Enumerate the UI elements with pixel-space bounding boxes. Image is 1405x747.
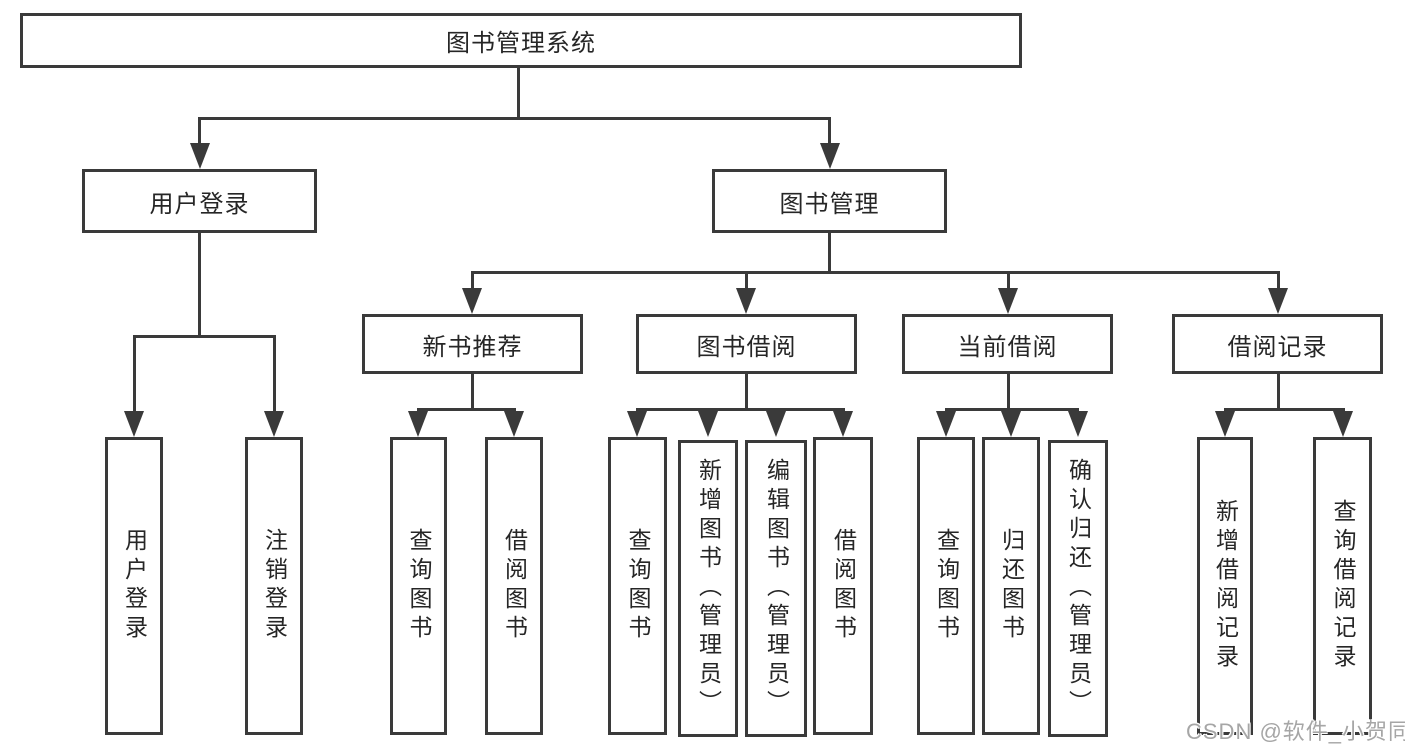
arrowhead-down-leaf-user-login <box>124 411 144 437</box>
leaf-user-login-label: 用户登录 <box>121 528 148 644</box>
node-user-login: 用户登录 <box>82 169 317 233</box>
connector-borrow-records-branch <box>1224 408 1345 411</box>
connector-level2-branch <box>471 271 1280 274</box>
arrowhead-down-borrow-records <box>1268 288 1288 314</box>
leaf-edit-book-admin: 编辑图书（管理员） <box>745 440 807 737</box>
arrowhead-down-query-books-3 <box>936 411 956 437</box>
connector-borrow-records-stem <box>1277 374 1280 408</box>
node-user-login-label: 用户登录 <box>149 190 250 218</box>
arrowhead-down-add-borrow-record <box>1215 411 1235 437</box>
node-new-book-recommend: 新书推荐 <box>362 314 583 374</box>
leaf-query-books-2: 查询图书 <box>608 437 667 735</box>
connector-user-login-stem <box>198 233 201 335</box>
node-book-management-label: 图书管理 <box>779 190 880 218</box>
leaf-return-books: 归还图书 <box>982 437 1040 735</box>
leaf-borrow-books-1: 借阅图书 <box>485 437 543 735</box>
connector-leaf-logout-stub <box>273 335 276 413</box>
connector-root-stem <box>517 66 520 117</box>
connector-user-login-branch <box>133 335 275 338</box>
node-book-borrow: 图书借阅 <box>636 314 857 374</box>
leaf-query-books-2-label: 查询图书 <box>625 528 651 644</box>
arrowhead-down-book-borrow <box>736 288 756 314</box>
node-book-management: 图书管理 <box>712 169 947 233</box>
arrowhead-down-borrow-books-1 <box>504 411 524 437</box>
csdn-watermark: CSDN @软件_小贺同学 <box>1186 719 1405 744</box>
node-current-borrow-label: 当前借阅 <box>957 333 1058 361</box>
connector-new-book-branch <box>417 408 516 411</box>
arrowhead-down-new-book <box>462 288 482 314</box>
arrowhead-down-add-book <box>698 411 718 437</box>
arrowhead-down-borrow-books-2 <box>833 411 853 437</box>
leaf-query-books-1-label: 查询图书 <box>406 528 432 644</box>
leaf-add-book-admin: 新增图书（管理员） <box>678 440 738 737</box>
leaf-query-books-1: 查询图书 <box>390 437 447 735</box>
connector-book-management-stub <box>828 117 831 147</box>
leaf-return-books-label: 归还图书 <box>998 528 1025 644</box>
node-borrow-records: 借阅记录 <box>1172 314 1383 374</box>
leaf-logout: 注销登录 <box>245 437 303 735</box>
node-library-management-system: 图书管理系统 <box>20 13 1022 68</box>
arrowhead-down-leaf-logout <box>264 411 284 437</box>
leaf-add-book-admin-label: 新增图书（管理员） <box>695 458 722 719</box>
node-book-borrow-label: 图书借阅 <box>696 333 797 361</box>
leaf-borrow-books-1-label: 借阅图书 <box>501 528 528 644</box>
arrowhead-down-edit-book <box>766 411 786 437</box>
connector-book-borrow-branch <box>636 408 845 411</box>
leaf-edit-book-admin-label: 编辑图书（管理员） <box>763 458 790 719</box>
connector-book-management-stem <box>828 233 831 271</box>
leaf-add-borrow-record-label: 新增借阅记录 <box>1212 499 1239 673</box>
leaf-logout-label: 注销登录 <box>261 528 288 644</box>
node-borrow-records-label: 借阅记录 <box>1227 333 1328 361</box>
connector-new-book-stub <box>471 271 474 290</box>
leaf-confirm-return-admin-label: 确认归还（管理员） <box>1065 458 1092 719</box>
arrowhead-down-query-books-1 <box>408 411 428 437</box>
leaf-user-login: 用户登录 <box>105 437 163 735</box>
leaf-borrow-books-2: 借阅图书 <box>813 437 873 735</box>
leaf-borrow-books-2-label: 借阅图书 <box>830 528 857 644</box>
connector-book-borrow-stem <box>745 374 748 408</box>
arrowhead-down-return-books <box>1001 411 1021 437</box>
connector-borrow-records-stub <box>1277 271 1280 290</box>
leaf-query-books-3: 查询图书 <box>917 437 975 735</box>
node-library-management-system-label: 图书管理系统 <box>446 30 596 57</box>
connector-leaf-user-login-stub <box>133 335 136 413</box>
node-new-book-recommend-label: 新书推荐 <box>422 333 523 361</box>
arrowhead-down-book-management <box>820 143 840 169</box>
connector-current-borrow-stem <box>1007 374 1010 408</box>
leaf-query-borrow-record-label: 查询借阅记录 <box>1330 499 1356 673</box>
node-current-borrow: 当前借阅 <box>902 314 1113 374</box>
leaf-confirm-return-admin: 确认归还（管理员） <box>1048 440 1108 737</box>
connector-book-borrow-stub <box>745 271 748 290</box>
leaf-query-borrow-record: 查询借阅记录 <box>1313 437 1372 735</box>
arrowhead-down-user-login <box>190 143 210 169</box>
connector-current-borrow-stub <box>1007 271 1010 290</box>
arrowhead-down-current-borrow <box>998 288 1018 314</box>
leaf-add-borrow-record: 新增借阅记录 <box>1197 437 1253 735</box>
leaf-query-books-3-label: 查询图书 <box>933 528 960 644</box>
arrowhead-down-confirm-return <box>1068 411 1088 437</box>
arrowhead-down-query-borrow-record <box>1333 411 1353 437</box>
arrowhead-down-query-books-2 <box>627 411 647 437</box>
connector-new-book-stem <box>471 374 474 408</box>
connector-user-login-stub <box>198 117 201 147</box>
connector-level1-branch <box>198 117 831 120</box>
